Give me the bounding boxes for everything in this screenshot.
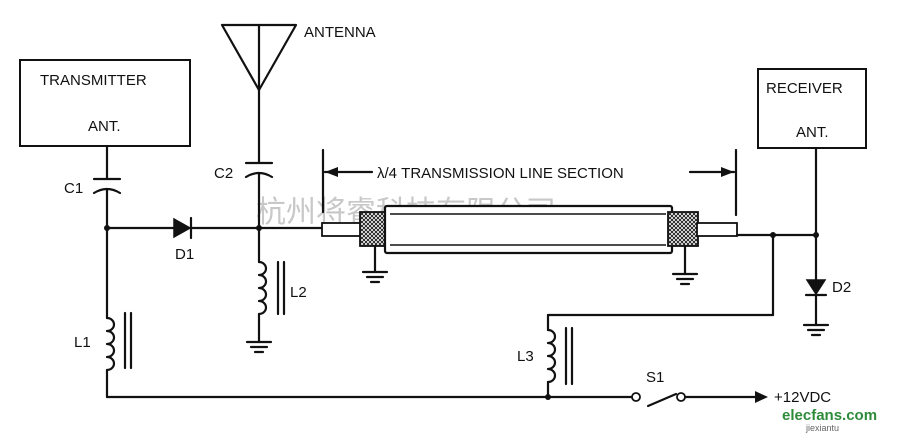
receiver-ant-label: ANT. [796,124,829,141]
switch-s1 [631,392,686,408]
capacitor-c1 [92,144,122,230]
c2-label: C2 [214,165,233,182]
diode-d1 [173,216,193,240]
c1-label: C1 [64,180,83,197]
d1-label: D1 [175,246,194,263]
dimension-marker [321,148,738,217]
inductor-l3 [546,233,775,399]
transmitter-block: TRANSMITTER ANT. [19,59,191,147]
ground-symbol [671,244,699,286]
diode-d2 [804,279,828,327]
coax-transmission-line [321,204,738,255]
site-watermark-sub: jiexiantu [805,423,839,433]
l2-label: L2 [290,284,307,301]
transmission-line-label: λ/4 TRANSMISSION LINE SECTION [377,165,624,182]
transmitter-title: TRANSMITTER [40,72,147,89]
antenna-symbol [220,23,298,164]
inductor-l2 [257,226,286,344]
ground-symbol [361,244,389,284]
l3-label: L3 [517,348,534,365]
transmitter-ant-label: ANT. [88,118,121,135]
s1-label: S1 [646,369,664,386]
receiver-title: RECEIVER [766,80,843,97]
arrow-head [755,391,768,403]
receiver-block: RECEIVER ANT. [757,68,867,149]
ground-symbol [245,340,273,354]
ground-symbol [802,323,830,337]
capacitor-c2 [244,161,274,230]
supply-label: +12VDC [774,389,831,406]
l1-label: L1 [74,334,91,351]
d2-label: D2 [832,279,851,296]
site-watermark: elecfans.com [782,407,877,424]
antenna-label: ANTENNA [304,24,376,41]
inductor-l1 [105,226,133,399]
